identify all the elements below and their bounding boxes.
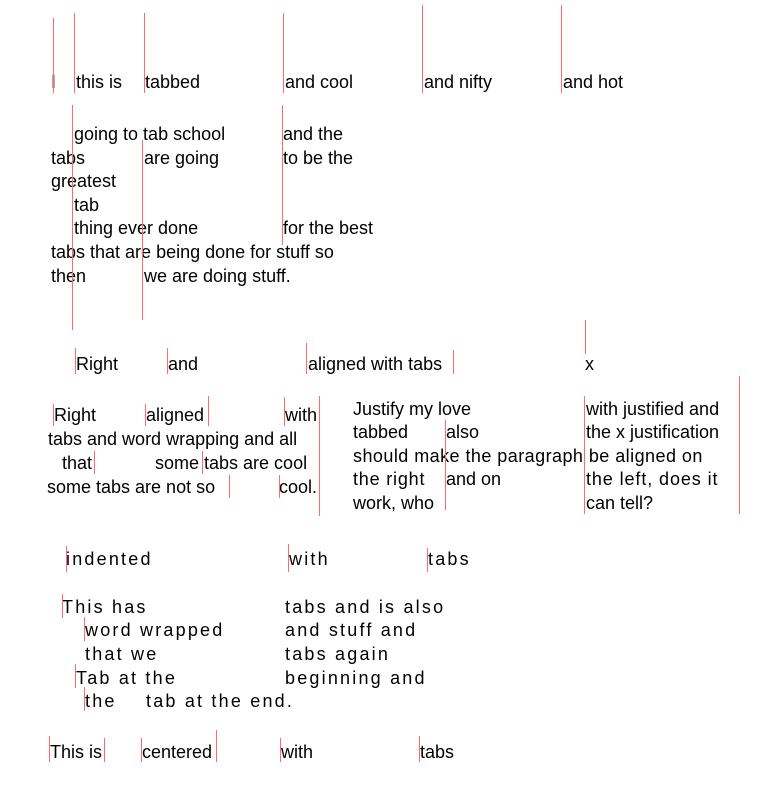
text-run: we are doing stuff. — [144, 266, 291, 286]
text-run: and hot — [563, 72, 624, 92]
text-run: this is — [76, 72, 123, 92]
text-run: cool. — [279, 477, 318, 497]
text-run: tabbed — [353, 422, 409, 442]
tab-stop-marker — [306, 343, 307, 374]
tab-stop-marker — [94, 451, 95, 474]
tab-stop-marker — [282, 105, 283, 245]
text-run: with — [285, 405, 318, 425]
text-run: aligned with tabs — [308, 354, 443, 374]
tab-stop-marker — [279, 475, 280, 498]
text-run: aligned — [146, 405, 205, 425]
text-run: Right — [76, 354, 119, 374]
text-run: tabs — [420, 742, 455, 762]
tab-stop-marker — [53, 18, 54, 93]
text-run: indented — [66, 549, 153, 569]
tab-stop-marker — [216, 730, 217, 762]
tab-stop-marker — [144, 13, 145, 93]
tab-stop-marker — [422, 5, 423, 93]
tab-stop-marker — [62, 594, 63, 618]
text-run: with — [281, 742, 314, 762]
text-run: tab at the end. — [146, 691, 295, 711]
text-run: also — [446, 422, 480, 442]
tab-stop-marker — [145, 404, 146, 426]
text-run: Tab at the — [76, 668, 178, 688]
tab-stop-marker — [585, 320, 586, 354]
text-run: Justify my love — [353, 399, 472, 419]
text-run: tabs — [428, 549, 471, 569]
text-run: the left, does it — [586, 469, 719, 489]
tab-stop-marker — [453, 350, 454, 374]
text-run: and on — [446, 469, 502, 489]
text-run: with justified and — [586, 399, 720, 419]
text-run: tab — [74, 195, 100, 215]
text-run: then — [51, 266, 87, 286]
text-run: tabs that are being done for stuff so — [51, 242, 334, 262]
tab-stop-marker — [74, 13, 75, 93]
tab-stop-marker — [284, 397, 285, 426]
tab-stop-marker — [75, 348, 76, 374]
text-run: centered — [142, 742, 213, 762]
text-run: to be the — [283, 148, 354, 168]
text-run: going to tab school — [74, 124, 226, 144]
text-run: Right — [54, 405, 97, 425]
tab-stop-marker — [202, 451, 203, 474]
tab-stop-marker — [142, 140, 143, 320]
tab-stop-marker — [66, 546, 67, 572]
text-run: beginning and — [285, 668, 427, 688]
text-run: for the best — [283, 218, 374, 238]
tab-stop-marker — [319, 396, 320, 516]
text-run: some tabs are not so — [47, 477, 216, 497]
text-run: some tabs are cool — [155, 453, 308, 473]
text-run: tabs and word wrapping and all — [48, 429, 298, 449]
text-run: that we — [85, 644, 159, 664]
text-run: and cool — [285, 72, 354, 92]
text-run: tabs — [51, 148, 86, 168]
tab-stop-marker — [141, 738, 142, 762]
tab-stop-marker — [427, 548, 428, 572]
tab-stop-marker — [288, 544, 289, 572]
text-run: x — [585, 354, 594, 374]
text-run: thing ever done — [74, 218, 199, 238]
text-run: that — [62, 453, 93, 473]
tab-stop-marker — [49, 736, 50, 762]
tab-stop-marker — [208, 396, 209, 426]
text-run: This is — [50, 742, 103, 762]
tab-stop-marker — [561, 5, 562, 93]
tab-stop-marker — [584, 396, 585, 514]
text-run: and stuff and — [285, 620, 418, 640]
tab-stop-marker — [419, 736, 420, 762]
tab-stop-marker — [167, 348, 168, 374]
text-run: tabs again — [285, 644, 391, 664]
tab-stop-marker — [84, 687, 85, 711]
tab-stop-marker — [280, 738, 281, 762]
tab-stop-marker — [53, 404, 54, 426]
text-run: tabbed — [145, 72, 201, 92]
text-run: word wrapped — [85, 620, 225, 640]
text-run: the x justification — [586, 422, 720, 442]
tab-stop-marker — [75, 664, 76, 688]
text-run: and — [168, 354, 199, 374]
text-run: and the — [283, 124, 344, 144]
text-run: This has — [62, 597, 148, 617]
text-run: are going — [144, 148, 220, 168]
text-run: tabs and is also — [285, 597, 446, 617]
text-run: and nifty — [424, 72, 493, 92]
text-run: should make the paragraph be aligned on — [353, 446, 703, 466]
tab-stop-marker — [739, 376, 740, 514]
tab-stop-marker — [84, 617, 85, 641]
text-run: can tell? — [586, 493, 654, 513]
tab-stop-marker — [104, 738, 105, 762]
text-run: work, who — [353, 493, 435, 513]
tab-stop-marker — [283, 13, 284, 93]
text-run: greatest — [51, 171, 117, 191]
tab-stop-marker — [445, 420, 446, 510]
text-run: with — [289, 549, 330, 569]
text-run: the — [85, 691, 117, 711]
tab-stop-marker — [229, 475, 230, 498]
text-run: the right — [353, 469, 426, 489]
tab-stop-marker — [72, 105, 73, 330]
